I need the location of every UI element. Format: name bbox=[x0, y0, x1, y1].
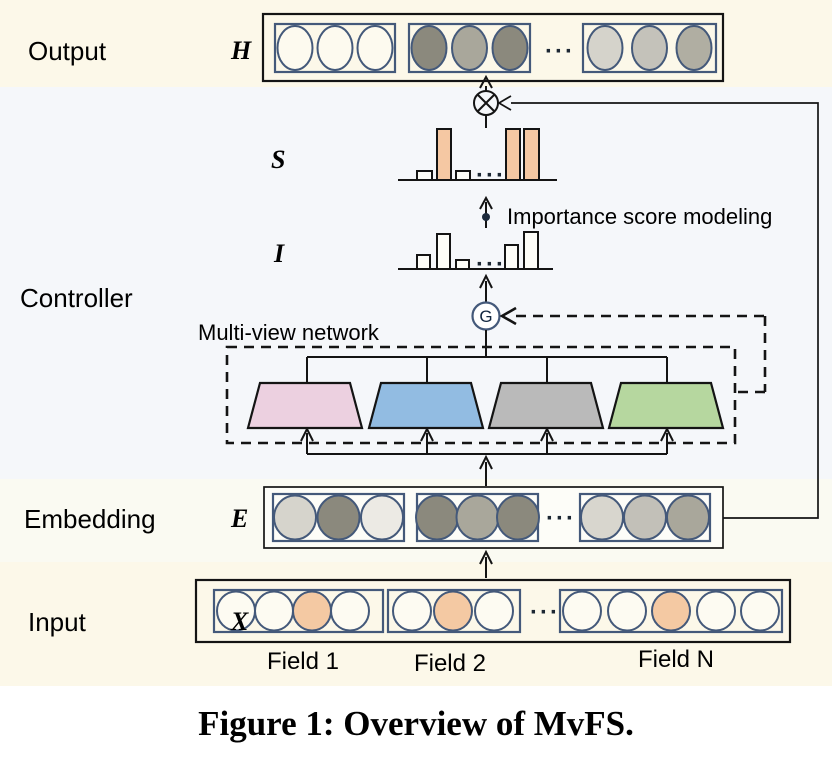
h-vector-circle bbox=[491, 25, 529, 71]
branch-bottom-connector bbox=[300, 426, 674, 486]
s-score-bar bbox=[505, 128, 521, 181]
x-vector-circle bbox=[696, 590, 736, 632]
subnetwork-trapezoid-2 bbox=[367, 381, 485, 430]
input-symbol: X bbox=[231, 607, 249, 636]
importance-arrow bbox=[479, 195, 493, 228]
h-vector-circle bbox=[631, 25, 668, 71]
gate-label: G bbox=[479, 307, 492, 326]
branch-top-connector bbox=[306, 330, 668, 383]
multiply-icon bbox=[473, 74, 499, 128]
output-row-label: Output bbox=[28, 36, 107, 66]
e-vector-circle bbox=[580, 494, 624, 541]
e-vector-circle bbox=[360, 494, 404, 541]
vector-circles bbox=[216, 25, 780, 632]
x-vector-circle bbox=[254, 590, 294, 632]
x-vector-circle bbox=[330, 590, 370, 632]
arrowhead-up-i-to-s bbox=[479, 195, 493, 210]
input-vector-box bbox=[194, 578, 792, 644]
h-vector-circle bbox=[316, 25, 354, 71]
score-bars bbox=[416, 128, 540, 270]
dashed-feedback-into-gate bbox=[499, 306, 767, 394]
multiview-network-label: Multi-view network bbox=[198, 320, 379, 345]
field-2-label: Field 2 bbox=[413, 650, 487, 677]
i-score-bar bbox=[455, 259, 470, 270]
s-score-bar bbox=[455, 170, 471, 181]
h-vector-circle bbox=[276, 25, 314, 71]
embedding-row-label: Embedding bbox=[24, 504, 156, 534]
x-vector-circle bbox=[392, 590, 432, 632]
arrowhead-left-into-multiply bbox=[497, 95, 512, 111]
x-vector-circle bbox=[433, 590, 473, 632]
e-vector-circle bbox=[316, 494, 361, 541]
e-vector-circle bbox=[666, 494, 710, 541]
field-n-label: Field N bbox=[637, 646, 715, 673]
x-vector-circle bbox=[562, 590, 602, 632]
multiview-dashed-box bbox=[225, 345, 737, 445]
e-vector-circle bbox=[273, 494, 317, 541]
e-vector-circle bbox=[415, 494, 459, 541]
h-vector-circle bbox=[675, 25, 713, 71]
dot-on-arrow bbox=[482, 213, 490, 221]
s-chart-ellipsis: ··· bbox=[476, 162, 506, 189]
s-score-bar bbox=[416, 170, 433, 181]
arrowhead-left-into-gate bbox=[499, 306, 517, 326]
field-1-label: Field 1 bbox=[266, 648, 340, 675]
arrowhead-up-g-to-i bbox=[479, 273, 493, 289]
arrowhead-up-x-to-e bbox=[479, 549, 493, 565]
caption-background bbox=[0, 686, 832, 766]
figure-caption: Figure 1: Overview of MvFS. bbox=[198, 704, 634, 743]
h-vector-circle bbox=[356, 25, 394, 71]
subnetwork-trapezoid-4 bbox=[607, 381, 725, 430]
x-vector-circle bbox=[607, 590, 647, 632]
e-vector-circle bbox=[623, 494, 667, 541]
s-symbol: S bbox=[271, 145, 286, 174]
e-vector-circle bbox=[455, 494, 500, 541]
h-vector-circle bbox=[586, 25, 624, 71]
subnetwork-trapezoid-1 bbox=[246, 381, 364, 430]
x-vector-circle bbox=[474, 590, 514, 632]
i-score-bar bbox=[416, 254, 431, 270]
arrowhead-up-e-to-network bbox=[479, 454, 493, 470]
input-row-label: Input bbox=[28, 607, 86, 637]
output-ellipsis: ··· bbox=[545, 38, 575, 65]
gate-node: G bbox=[471, 273, 501, 331]
controller-row-label: Controller bbox=[20, 283, 133, 313]
embedding-ellipsis: ··· bbox=[546, 505, 576, 532]
i-score-bar bbox=[523, 231, 539, 270]
input-ellipsis: ··· bbox=[530, 599, 560, 626]
s-score-bar bbox=[436, 128, 452, 181]
output-vector-box bbox=[261, 12, 725, 83]
h-vector-circle bbox=[451, 25, 488, 71]
arrowhead-up-into-output bbox=[479, 74, 493, 89]
arrow-input-to-embedding bbox=[479, 549, 493, 578]
i-chart-ellipsis: ··· bbox=[476, 251, 506, 278]
subnetwork-trapezoid-3 bbox=[487, 381, 605, 430]
output-symbol: H bbox=[231, 36, 252, 65]
subnetwork-trapezoids bbox=[246, 381, 725, 430]
i-score-bar bbox=[436, 233, 451, 270]
x-vector-circle bbox=[740, 590, 780, 632]
s-score-bar bbox=[523, 128, 540, 181]
e-vector-circle bbox=[496, 494, 540, 541]
x-vector-circle bbox=[651, 590, 691, 632]
i-score-bar bbox=[504, 244, 519, 270]
importance-score-modeling-label: Importance score modeling bbox=[507, 204, 773, 229]
x-vector-circle bbox=[292, 590, 332, 632]
i-symbol: I bbox=[274, 239, 285, 268]
h-vector-circle bbox=[410, 25, 448, 71]
embedding-symbol: E bbox=[231, 504, 249, 533]
